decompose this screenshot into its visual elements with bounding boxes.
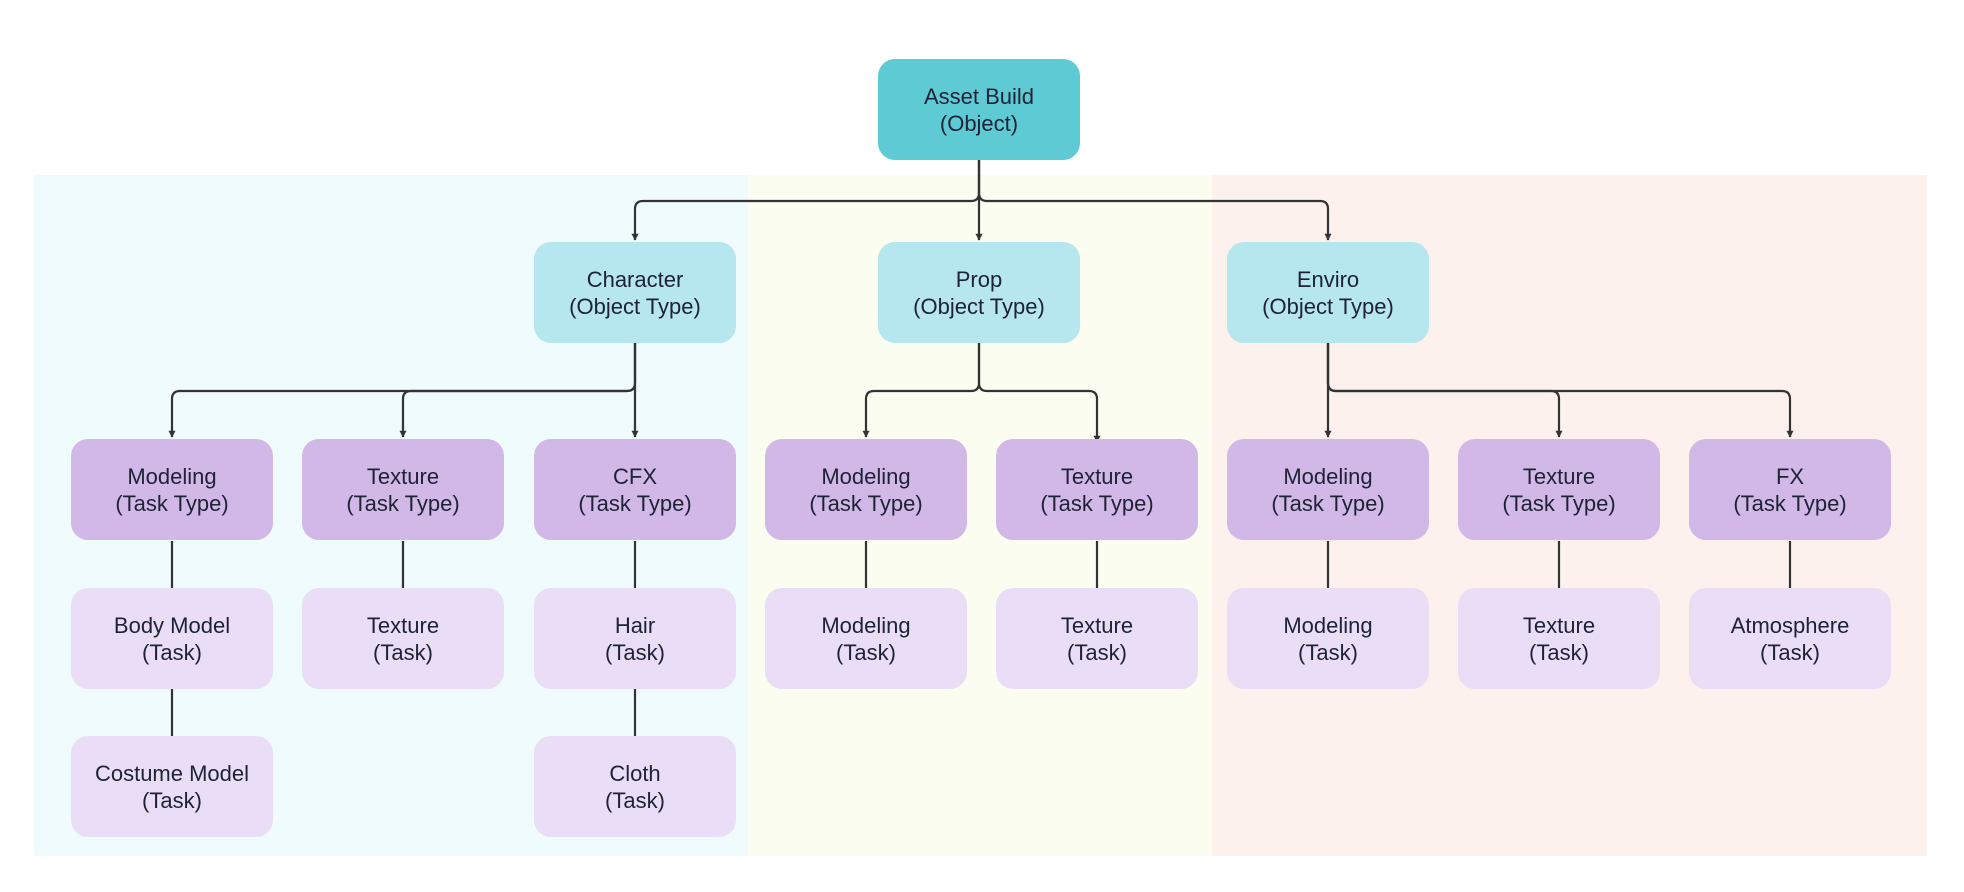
prop-modeling-task-type-node: Modeling (Task Type)	[765, 439, 967, 540]
enviro-modeling-task-type-node: Modeling (Task Type)	[1227, 439, 1429, 540]
node-name: Cloth	[609, 760, 661, 786]
enviro-texture-task-type-node: Texture (Task Type)	[1458, 439, 1660, 540]
enviro-object-type-node: Enviro (Object Type)	[1227, 242, 1429, 343]
node-kind: (Task)	[142, 639, 202, 665]
node-name: Atmosphere	[1730, 612, 1850, 638]
node-kind: (Task)	[1760, 639, 1820, 665]
node-kind: (Task Type)	[578, 490, 692, 516]
node-name: Modeling	[821, 612, 911, 638]
prop-texture-task-node: Texture (Task)	[996, 588, 1198, 689]
node-name: Modeling	[1283, 612, 1373, 638]
node-name: Modeling	[1283, 463, 1373, 489]
character-modeling-task-type-node: Modeling (Task Type)	[71, 439, 273, 540]
node-kind: (Task Type)	[1733, 490, 1847, 516]
node-name: Modeling	[127, 463, 217, 489]
node-kind: (Task Type)	[1502, 490, 1616, 516]
node-name: Costume Model	[94, 760, 250, 786]
enviro-texture-task-node: Texture (Task)	[1458, 588, 1660, 689]
node-kind: (Task)	[605, 787, 665, 813]
node-kind: (Task)	[836, 639, 896, 665]
node-name: Character	[586, 266, 684, 292]
body-model-task-node: Body Model (Task)	[71, 588, 273, 689]
character-texture-task-type-node: Texture (Task Type)	[302, 439, 504, 540]
node-kind: (Task)	[1067, 639, 1127, 665]
node-kind: (Task)	[605, 639, 665, 665]
node-name: Hair	[614, 612, 656, 638]
node-name: FX	[1775, 463, 1805, 489]
edge-root-character	[631, 160, 981, 241]
enviro-fx-task-type-node: FX (Task Type)	[1689, 439, 1891, 540]
node-kind: (Task)	[1298, 639, 1358, 665]
node-kind: (Object Type)	[1262, 293, 1394, 319]
prop-texture-task-type-node: Texture (Task Type)	[996, 439, 1198, 540]
node-name: Prop	[955, 266, 1003, 292]
edge-root-enviro	[977, 160, 1332, 241]
node-kind: (Object Type)	[913, 293, 1045, 319]
node-kind: (Task Type)	[115, 490, 229, 516]
node-kind: (Object Type)	[569, 293, 701, 319]
asset-build-node: Asset Build (Object)	[878, 59, 1080, 160]
node-kind: (Task)	[142, 787, 202, 813]
cloth-task-node: Cloth (Task)	[534, 736, 736, 837]
node-kind: (Task Type)	[1271, 490, 1385, 516]
node-name: Texture	[1522, 612, 1596, 638]
hair-task-node: Hair (Task)	[534, 588, 736, 689]
edge-prop-modeling	[862, 343, 981, 438]
node-name: Enviro	[1296, 266, 1360, 292]
node-name: Asset Build	[923, 83, 1035, 109]
atmosphere-task-node: Atmosphere (Task)	[1689, 588, 1891, 689]
node-name: Texture	[1522, 463, 1596, 489]
node-name: Texture	[366, 463, 440, 489]
node-name: Texture	[1060, 612, 1134, 638]
character-cfx-task-type-node: CFX (Task Type)	[534, 439, 736, 540]
edge-character-texture	[399, 343, 637, 438]
character-texture-task-node: Texture (Task)	[302, 588, 504, 689]
node-kind: (Task Type)	[1040, 490, 1154, 516]
prop-modeling-task-node: Modeling (Task)	[765, 588, 967, 689]
node-name: CFX	[613, 463, 657, 489]
node-kind: (Task Type)	[346, 490, 460, 516]
costume-model-task-node: Costume Model (Task)	[71, 736, 273, 837]
enviro-modeling-task-node: Modeling (Task)	[1227, 588, 1429, 689]
node-kind: (Task)	[1529, 639, 1589, 665]
edge-prop-texture	[977, 343, 1101, 443]
node-kind: (Task Type)	[809, 490, 923, 516]
prop-object-type-node: Prop (Object Type)	[878, 242, 1080, 343]
edge-enviro-fx	[1326, 343, 1794, 438]
character-object-type-node: Character (Object Type)	[534, 242, 736, 343]
node-kind: (Task)	[373, 639, 433, 665]
node-name: Texture	[366, 612, 440, 638]
node-name: Modeling	[821, 463, 911, 489]
node-name: Texture	[1060, 463, 1134, 489]
node-name: Body Model	[113, 612, 231, 638]
node-kind: (Object)	[939, 110, 1019, 136]
